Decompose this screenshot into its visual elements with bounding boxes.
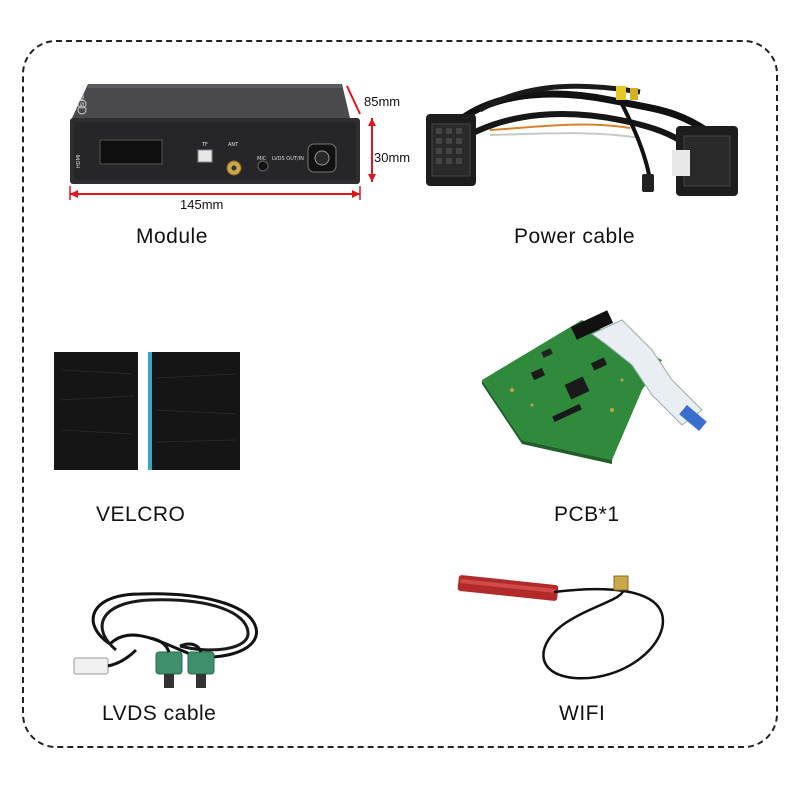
pcb-caption: PCB*1 <box>554 503 620 526</box>
brand-text: Sinairyu <box>80 86 86 106</box>
power-cable-caption: Power cable <box>514 225 636 248</box>
lvds-cable-caption: LVDS cable <box>102 702 217 725</box>
height-dimension-label: 30mm <box>374 150 411 165</box>
lvds-green-connector-2 <box>187 651 215 675</box>
lvds-green-connector-1 <box>155 651 183 675</box>
wifi-antenna-image <box>457 575 665 680</box>
svg-text:MIC: MIC <box>257 156 267 162</box>
svg-text:TF: TF <box>201 142 208 148</box>
lvds-white-connector <box>73 657 109 675</box>
svg-text:ANT: ANT <box>228 142 239 148</box>
depth-dimension-label: 85mm <box>364 94 401 109</box>
svg-text:HDMI: HDMI <box>76 155 82 168</box>
tf-port <box>197 149 213 163</box>
wifi-connector <box>613 575 629 591</box>
wifi-caption: WIFI <box>559 702 606 725</box>
velcro-caption: VELCRO <box>96 503 186 526</box>
velcro-strip-right <box>148 352 240 470</box>
wifi-cable <box>542 587 665 680</box>
module-image: Sinairyu HDMI TF ANT MIC LVDS OUT/IN <box>69 84 376 200</box>
svg-text:LVDS OUT/IN: LVDS OUT/IN <box>272 156 304 162</box>
lvds-cable-image <box>73 592 258 688</box>
brand-logo <box>77 99 87 115</box>
module-caption: Module <box>136 225 208 248</box>
width-dimension-label: 145mm <box>180 197 224 212</box>
velcro-image <box>54 352 240 470</box>
hdmi-port <box>99 139 163 165</box>
power-cable-image <box>426 83 738 196</box>
pcb-image <box>482 310 707 464</box>
mic-port <box>257 160 269 172</box>
depth-dimension-line <box>346 85 361 115</box>
velcro-strip-left <box>54 352 138 470</box>
dashed-border-frame <box>22 40 778 748</box>
main-chip <box>564 376 590 400</box>
module-top-face <box>72 84 350 118</box>
